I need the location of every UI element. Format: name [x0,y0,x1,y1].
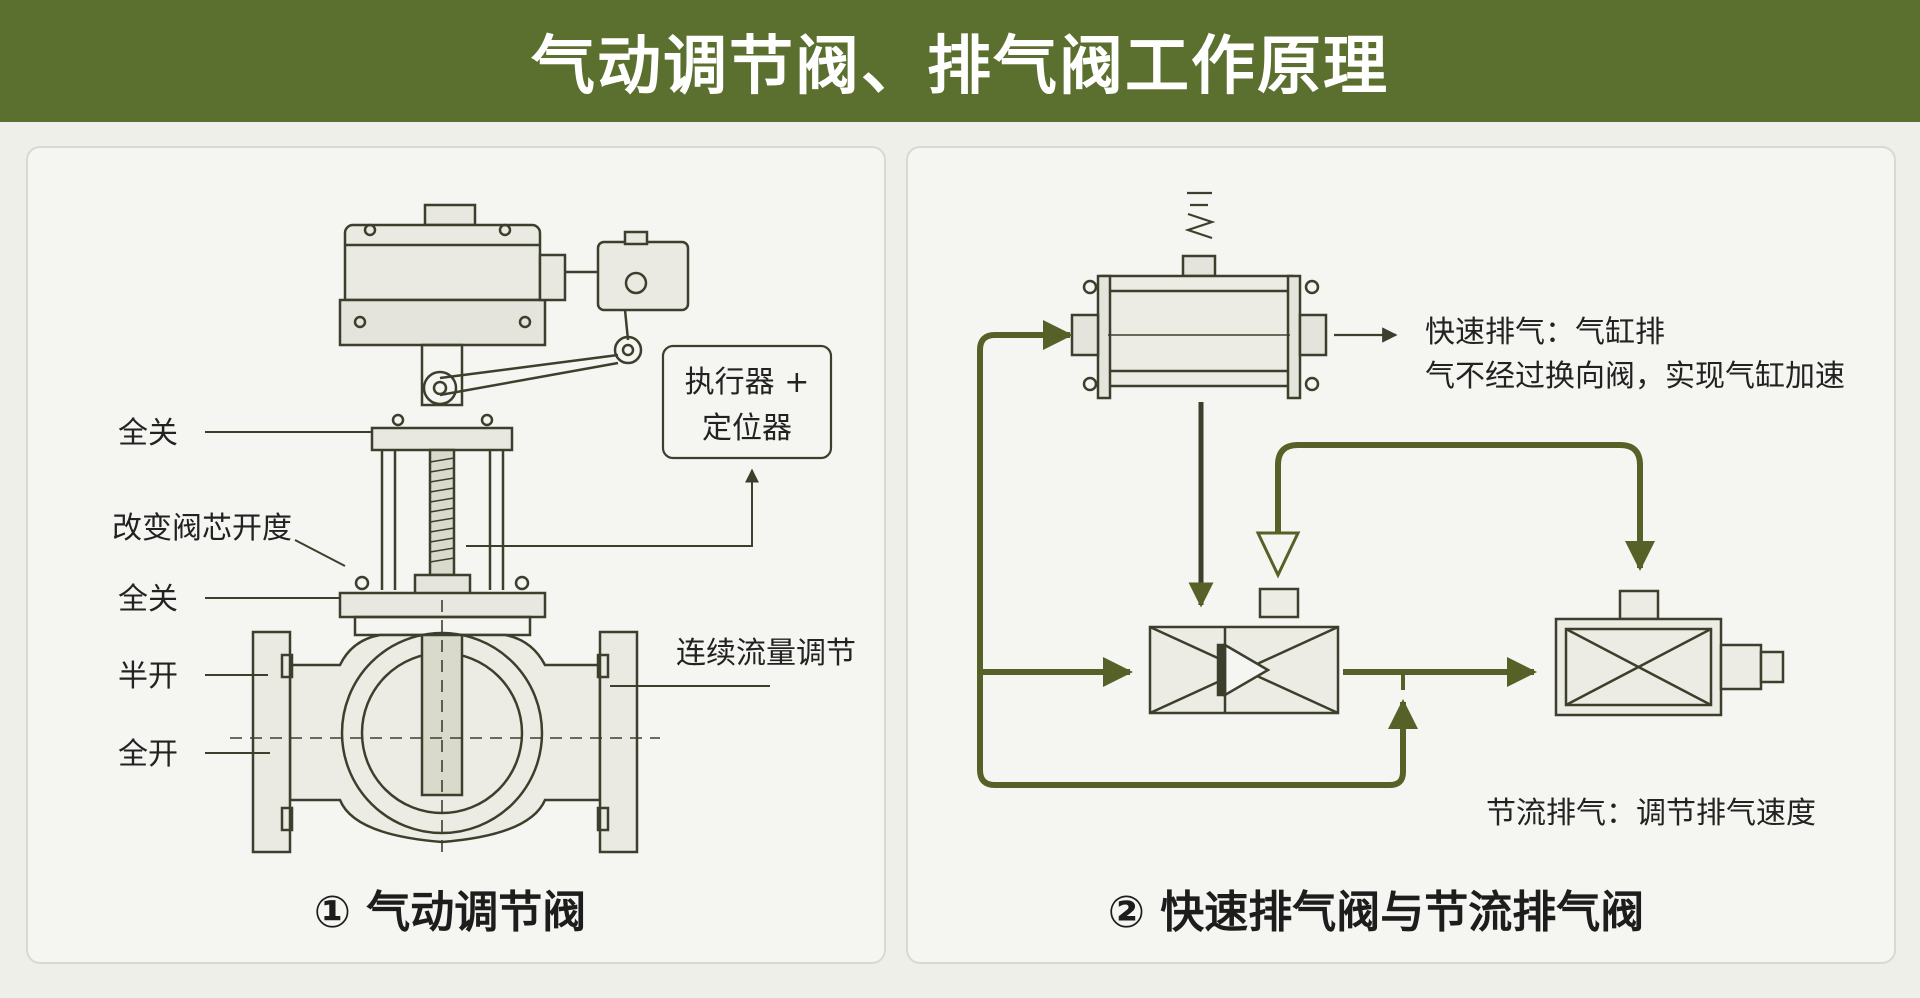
page-title: 气动调节阀、排气阀工作原理 [531,30,1389,104]
quick-exhaust-valve [1148,587,1340,715]
actuator-positioner-callout [661,344,833,460]
label-full-close-top: 全关 [118,416,178,451]
flow-lines [977,332,1655,788]
exhaust-spring-symbol [1184,191,1216,240]
label-change-opening: 改变阀芯开度 [112,511,292,546]
title-bar: 气动调节阀、排气阀工作原理 [0,0,1920,122]
left-caption: ① 气动调节阀 [314,887,587,938]
label-half-open: 半开 [118,659,178,694]
right-caption: ② 快速排气阀与节流排气阀 [1108,887,1645,938]
label-continuous-flow: 连续流量调节 [676,636,856,671]
actuator-cap [423,203,477,227]
check-triangle [1255,531,1301,579]
actuator-label-line2: 定位器 [702,411,792,446]
control-valve-drawing [230,203,690,860]
throttle-exhaust-label: 节流排气：调节排气速度 [1486,796,1816,831]
left-leader-lines [205,431,770,754]
quick-exhaust-label-line1: 快速排气：气缸排 [1425,315,1665,350]
quick-exhaust-label-line2: 气不经过换向阀，实现气缸加速 [1425,359,1845,394]
label-full-close: 全关 [118,582,178,617]
actuator-label-line1: 执行器 + [685,365,810,400]
air-cylinder [1070,254,1328,400]
throttle-exhaust-valve [1554,589,1785,717]
exhaust-valve-panel [906,146,1896,964]
label-full-open: 全开 [118,737,178,772]
